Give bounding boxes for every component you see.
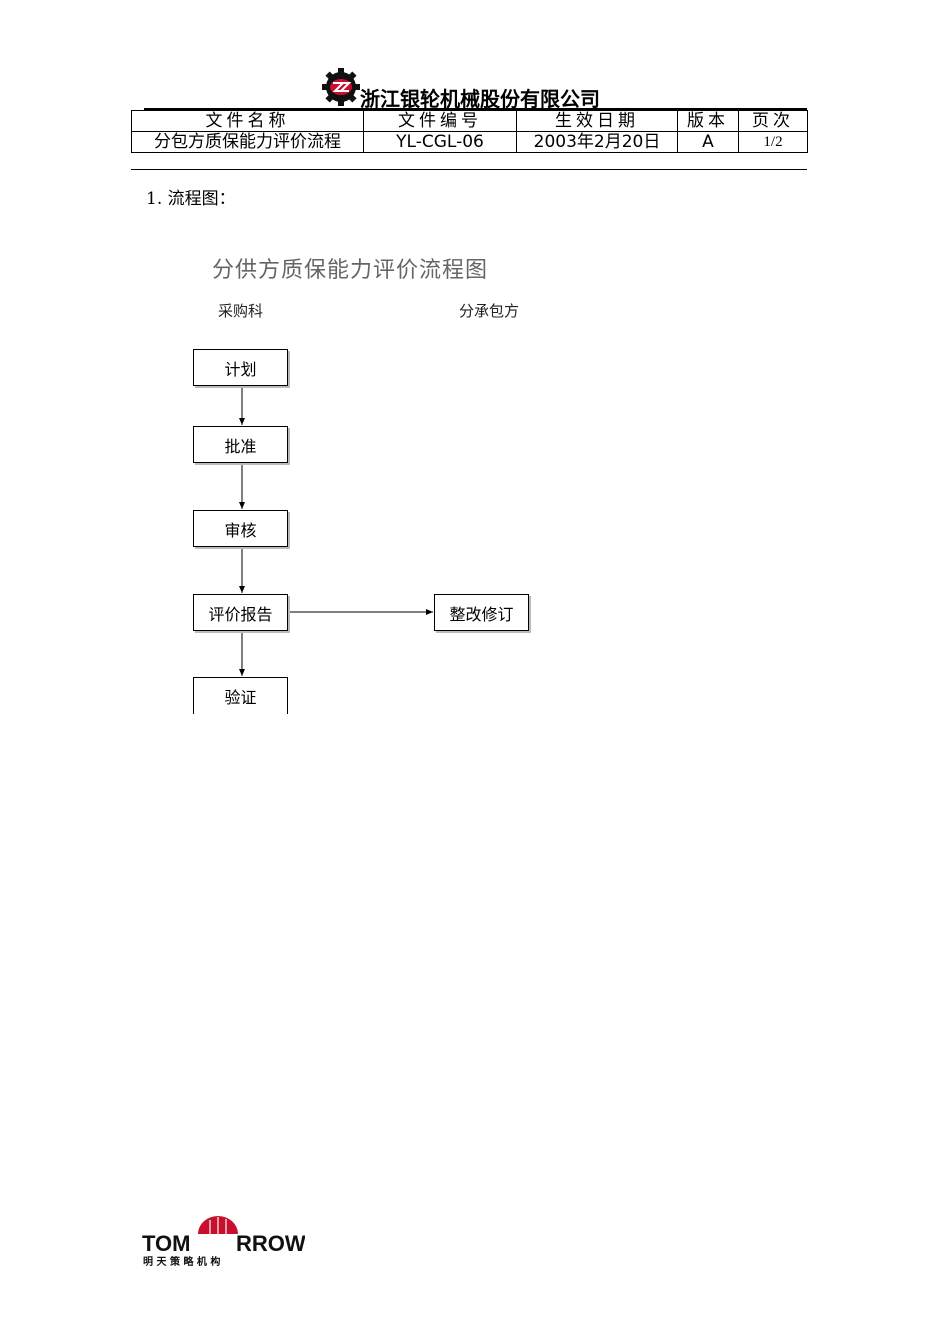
company-name: 浙江银轮机械股份有限公司 [360, 87, 600, 111]
flowchart-title: 分供方质保能力评价流程图 [212, 258, 489, 283]
section-heading: 1. 流程图： [146, 189, 236, 209]
page-value: 1/2 [738, 131, 808, 153]
step-rectify: 整改修订 [434, 594, 529, 631]
doc-no-value: YL-CGL-06 [363, 131, 517, 153]
header-bottom-rule [131, 169, 807, 170]
step-approve: 批准 [193, 426, 288, 463]
logo-text-left: TOM [142, 1231, 190, 1256]
step-verify: 验证 [193, 677, 288, 714]
date-value: 2003年2月20日 [516, 131, 678, 153]
lane-subcontractor: 分承包方 [459, 302, 520, 320]
document-header-table: 文件名称 文件编号 生效日期 版本 页次 分包方质保能力评价流程 YL-CGL-… [131, 110, 808, 153]
gear-logo-icon [322, 68, 360, 106]
step-report: 评价报告 [193, 594, 288, 631]
doc-no-label: 文件编号 [363, 110, 517, 132]
date-label: 生效日期 [516, 110, 678, 132]
tomorrow-logo-icon: TOM RROW 明 天 策 略 机 构 [142, 1216, 305, 1268]
lane-purchasing: 采购科 [218, 302, 264, 320]
logo-subtitle: 明 天 策 略 机 构 [143, 1255, 220, 1268]
logo-text-right: RROW [236, 1231, 305, 1256]
step-plan: 计划 [193, 349, 288, 386]
step-audit: 审核 [193, 510, 288, 547]
header-rule [144, 108, 807, 110]
